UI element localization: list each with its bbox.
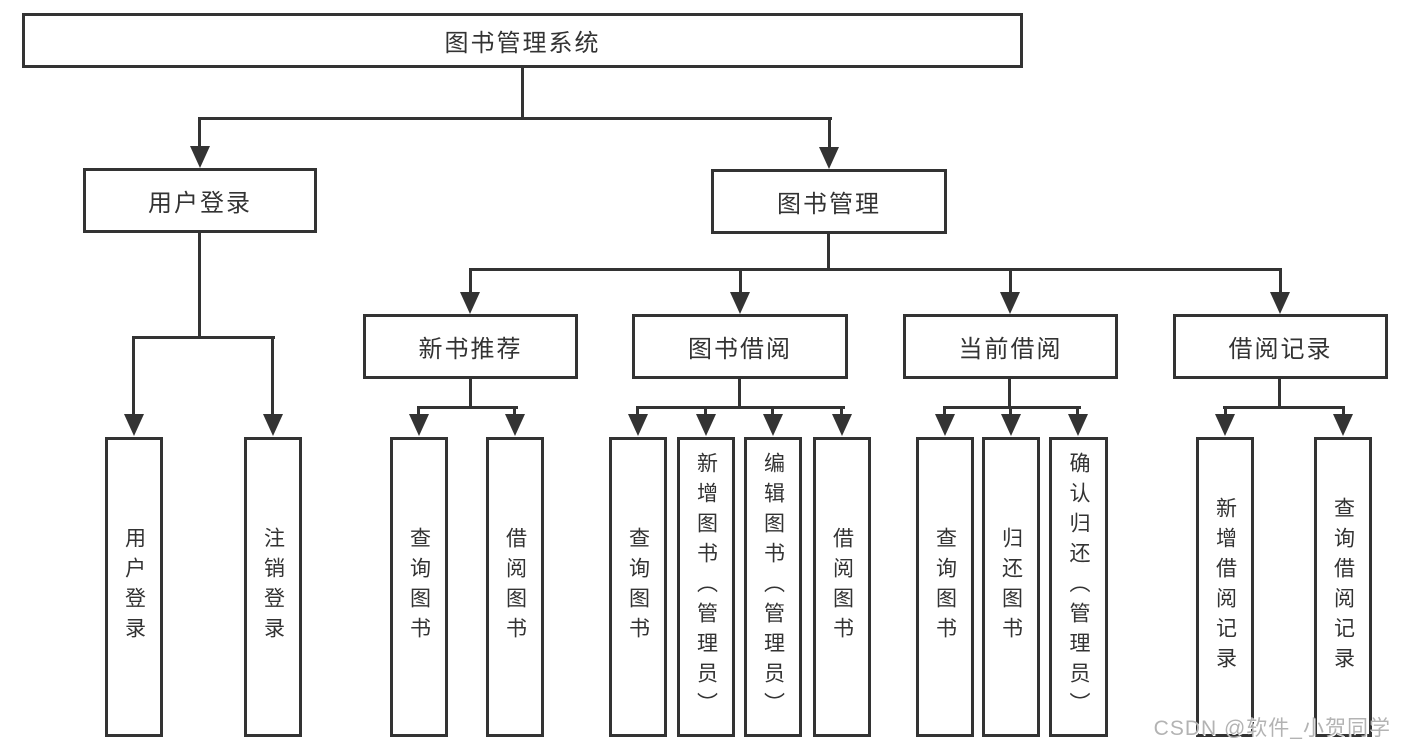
connector-line bbox=[1009, 406, 1012, 418]
node-book-borrowing-label: 图书借阅 bbox=[688, 336, 792, 363]
connector-line bbox=[943, 406, 1081, 409]
arrow-down-icon bbox=[1000, 292, 1020, 314]
node-book-management-label: 图书管理 bbox=[777, 191, 881, 218]
leaf-return-books: 归还图书 bbox=[982, 437, 1040, 737]
arrow-down-icon bbox=[505, 414, 525, 436]
connector-line bbox=[827, 234, 830, 270]
leaf-query-books-borrow-label: 查询图书 bbox=[626, 527, 650, 647]
arrow-down-icon bbox=[124, 414, 144, 436]
connector-line bbox=[198, 233, 201, 336]
connector-line bbox=[1342, 406, 1345, 418]
arrow-down-icon bbox=[819, 147, 839, 169]
connector-line bbox=[469, 268, 472, 294]
leaf-user-login: 用户登录 bbox=[105, 437, 163, 737]
node-new-book-recommendation: 新书推荐 bbox=[363, 314, 578, 379]
node-borrowing-records: 借阅记录 bbox=[1173, 314, 1388, 379]
node-book-management: 图书管理 bbox=[711, 169, 947, 234]
leaf-query-borrow-record: 查询借阅记录 bbox=[1314, 437, 1372, 737]
connector-line bbox=[1224, 406, 1227, 418]
arrow-down-icon bbox=[263, 414, 283, 436]
arrow-down-icon bbox=[935, 414, 955, 436]
leaf-logout-label: 注销登录 bbox=[261, 527, 285, 647]
leaf-query-books-borrow: 查询图书 bbox=[609, 437, 667, 737]
leaf-edit-book-admin: 编辑图书（管理员） bbox=[744, 437, 802, 737]
arrow-down-icon bbox=[409, 414, 429, 436]
node-root: 图书管理系统 bbox=[22, 13, 1023, 68]
leaf-add-book-admin-label: 新增图书（管理员） bbox=[694, 452, 718, 722]
connector-line bbox=[1223, 406, 1345, 409]
leaf-confirm-return-admin-label: 确认归还（管理员） bbox=[1067, 452, 1090, 722]
connector-line bbox=[636, 406, 845, 409]
leaf-query-books-current: 查询图书 bbox=[916, 437, 974, 737]
connector-line bbox=[417, 406, 518, 409]
leaf-query-books-current-label: 查询图书 bbox=[933, 527, 957, 647]
connector-line bbox=[828, 117, 831, 148]
connector-line bbox=[469, 268, 1282, 271]
connector-line bbox=[469, 379, 472, 409]
node-book-borrowing: 图书借阅 bbox=[632, 314, 848, 379]
arrow-down-icon bbox=[1001, 414, 1021, 436]
leaf-query-borrow-record-label: 查询借阅记录 bbox=[1331, 497, 1355, 677]
arrow-down-icon bbox=[1270, 292, 1290, 314]
leaf-borrow-books-borrow: 借阅图书 bbox=[813, 437, 871, 737]
connector-line bbox=[739, 268, 742, 294]
node-user-login: 用户登录 bbox=[83, 168, 317, 233]
leaf-return-books-label: 归还图书 bbox=[999, 527, 1023, 647]
node-current-borrowing: 当前借阅 bbox=[903, 314, 1118, 379]
arrow-down-icon bbox=[1333, 414, 1353, 436]
leaf-query-books-recommend: 查询图书 bbox=[390, 437, 448, 737]
connector-line bbox=[738, 379, 741, 409]
leaf-borrow-books-recommend-label: 借阅图书 bbox=[503, 527, 527, 647]
connector-line bbox=[771, 406, 774, 418]
leaf-borrow-books-borrow-label: 借阅图书 bbox=[830, 527, 854, 647]
arrow-down-icon bbox=[763, 414, 783, 436]
node-borrowing-records-label: 借阅记录 bbox=[1228, 336, 1333, 363]
arrow-down-icon bbox=[832, 414, 852, 436]
connector-line bbox=[1076, 406, 1079, 418]
csdn-watermark: CSDN @软件_小贺同学 bbox=[1153, 717, 1391, 740]
arrow-down-icon bbox=[730, 292, 750, 314]
arrow-down-icon bbox=[190, 146, 210, 168]
connector-line bbox=[417, 406, 420, 418]
leaf-borrow-books-recommend: 借阅图书 bbox=[486, 437, 544, 737]
connector-line bbox=[943, 406, 946, 418]
leaf-add-borrow-record: 新增借阅记录 bbox=[1196, 437, 1254, 737]
leaf-query-books-recommend-label: 查询图书 bbox=[407, 527, 431, 647]
leaf-logout: 注销登录 bbox=[244, 437, 302, 737]
connector-line bbox=[1009, 268, 1012, 294]
connector-line bbox=[132, 336, 135, 416]
connector-line bbox=[1278, 377, 1281, 409]
leaf-add-book-admin: 新增图书（管理员） bbox=[677, 437, 735, 737]
node-current-borrowing-label: 当前借阅 bbox=[958, 336, 1063, 363]
connector-line bbox=[198, 117, 832, 120]
connector-line bbox=[840, 406, 843, 418]
node-user-login-label: 用户登录 bbox=[148, 190, 252, 217]
arrow-down-icon bbox=[1068, 414, 1088, 436]
connector-line bbox=[198, 117, 201, 148]
connector-line bbox=[513, 406, 516, 418]
leaf-edit-book-admin-label: 编辑图书（管理员） bbox=[761, 452, 785, 722]
leaf-add-borrow-record-label: 新增借阅记录 bbox=[1213, 497, 1237, 677]
arrow-down-icon bbox=[1215, 414, 1235, 436]
connector-line bbox=[704, 406, 707, 418]
arrow-down-icon bbox=[628, 414, 648, 436]
connector-line bbox=[636, 406, 639, 418]
leaf-user-login-label: 用户登录 bbox=[122, 527, 146, 647]
node-root-label: 图书管理系统 bbox=[444, 30, 601, 57]
connector-line bbox=[271, 336, 274, 416]
connector-line bbox=[521, 68, 524, 117]
node-new-book-recommendation-label: 新书推荐 bbox=[418, 336, 523, 363]
arrow-down-icon bbox=[696, 414, 716, 436]
connector-line bbox=[1279, 268, 1282, 294]
connector-line bbox=[132, 336, 275, 339]
leaf-confirm-return-admin: 确认归还（管理员） bbox=[1049, 437, 1108, 737]
connector-line bbox=[1008, 379, 1011, 409]
arrow-down-icon bbox=[460, 292, 480, 314]
